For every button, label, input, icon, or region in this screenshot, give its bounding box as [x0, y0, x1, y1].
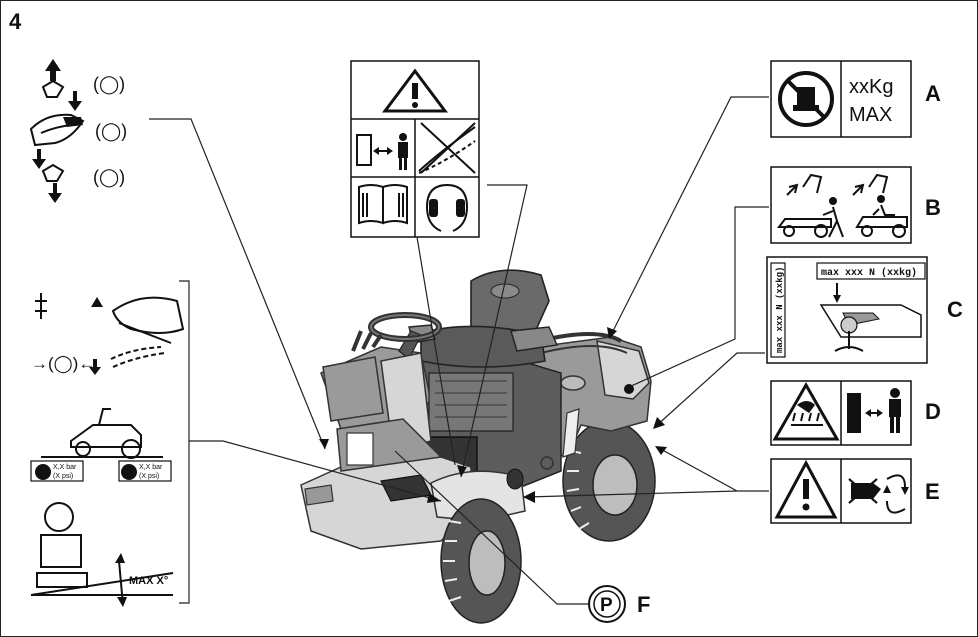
pressure-unit-right: (X psi)	[139, 473, 159, 480]
weight-max: MAX	[849, 104, 892, 126]
callout-c: C	[947, 297, 963, 322]
center-warning-grid	[350, 60, 480, 238]
hydro-pedal-icon	[35, 293, 185, 368]
leader-e	[526, 490, 738, 498]
label-f-panel: P F	[588, 585, 650, 623]
tow-hitch-icon	[819, 283, 922, 352]
headlight	[346, 432, 374, 466]
ear-protection-icon	[425, 184, 469, 232]
control-box	[322, 356, 384, 422]
engagement-panel: (◯) (◯) (◯)	[29, 59, 127, 203]
label-e-panel: E	[770, 458, 940, 524]
warning-triangle-icon-2	[774, 459, 838, 519]
hot-surface-icon	[772, 381, 840, 441]
leader-left-panel	[189, 440, 442, 502]
leader-engagement	[149, 118, 326, 450]
operator-slope-icon	[30, 502, 174, 607]
lever-up-icon	[41, 59, 82, 111]
fuel-cap	[560, 375, 586, 391]
label-c-panel: max xxx N (xxkg) max xxx N (xxkg) C	[766, 256, 963, 364]
label-d-panel: D	[770, 380, 941, 446]
rear-tire-left	[506, 468, 524, 490]
parking-letter: P	[600, 595, 613, 616]
leader-lines	[149, 96, 769, 605]
tire-pressure-left: X,X bar (X psi)	[30, 460, 84, 482]
tire-pressure-right: X,X bar (X psi)	[118, 460, 172, 482]
leader-d	[656, 446, 769, 492]
clutch-symbol-3: (◯)	[93, 167, 125, 188]
clutch-symbol-1: (◯)	[93, 74, 125, 95]
label-a-panel: xxKg MAX A	[770, 60, 941, 138]
left-info-panel: →(◯)← X,X bar (X psi) X,X bar (X psi)	[30, 280, 190, 607]
no-slope-icon	[418, 122, 476, 174]
front-tire	[440, 498, 522, 624]
leader-a	[610, 96, 769, 336]
clutch-symbol-2: (◯)	[95, 121, 127, 142]
tilt-seat-icon	[777, 173, 844, 238]
slope-max-label: MAX X°	[129, 575, 168, 587]
callout-b: B	[925, 195, 941, 220]
force-horizontal-label: max xxx N (xxkg)	[821, 267, 917, 279]
pressure-unit-left: (X psi)	[53, 473, 73, 480]
leader-b	[628, 206, 769, 388]
tilt-seat-icon-2	[852, 173, 908, 238]
no-load-icon	[778, 71, 834, 127]
brake-symbol: →(◯)←	[31, 354, 95, 374]
leader-center-grid	[460, 184, 528, 478]
parking-brake-icon: P	[588, 585, 626, 623]
callout-e: E	[925, 479, 940, 504]
left-bracket	[179, 280, 190, 604]
force-vertical-label: max xxx N (xxkg)	[775, 267, 785, 353]
tractor-icon	[41, 408, 163, 459]
callout-f: F	[637, 592, 650, 617]
seat	[408, 269, 559, 368]
hand-lever-icon	[29, 113, 85, 147]
callout-d: D	[925, 399, 941, 424]
callout-a: A	[925, 81, 941, 106]
warning-triangle-icon	[382, 68, 448, 113]
label-b-panel: B	[770, 166, 941, 244]
weight-value: xxKg	[849, 76, 893, 98]
fuel-cover	[596, 340, 650, 400]
leader-f	[394, 450, 589, 605]
rear-tire-right	[562, 420, 656, 542]
leader-center-grid-2	[416, 236, 456, 466]
pressure-value-right: X,X bar	[139, 464, 163, 471]
lever-down-icon	[32, 149, 65, 203]
no-hands-rotating-icon	[848, 474, 909, 514]
safe-distance-person-icon	[356, 133, 408, 170]
figure-number: 4	[9, 9, 22, 34]
arrow-down-icon	[89, 359, 101, 375]
lawn-tractor-illustration	[300, 269, 656, 624]
read-manual-icon	[358, 184, 408, 225]
safe-distance-person-icon-2	[847, 388, 901, 433]
leader-c	[654, 352, 765, 428]
pressure-value-left: X,X bar	[53, 464, 77, 471]
